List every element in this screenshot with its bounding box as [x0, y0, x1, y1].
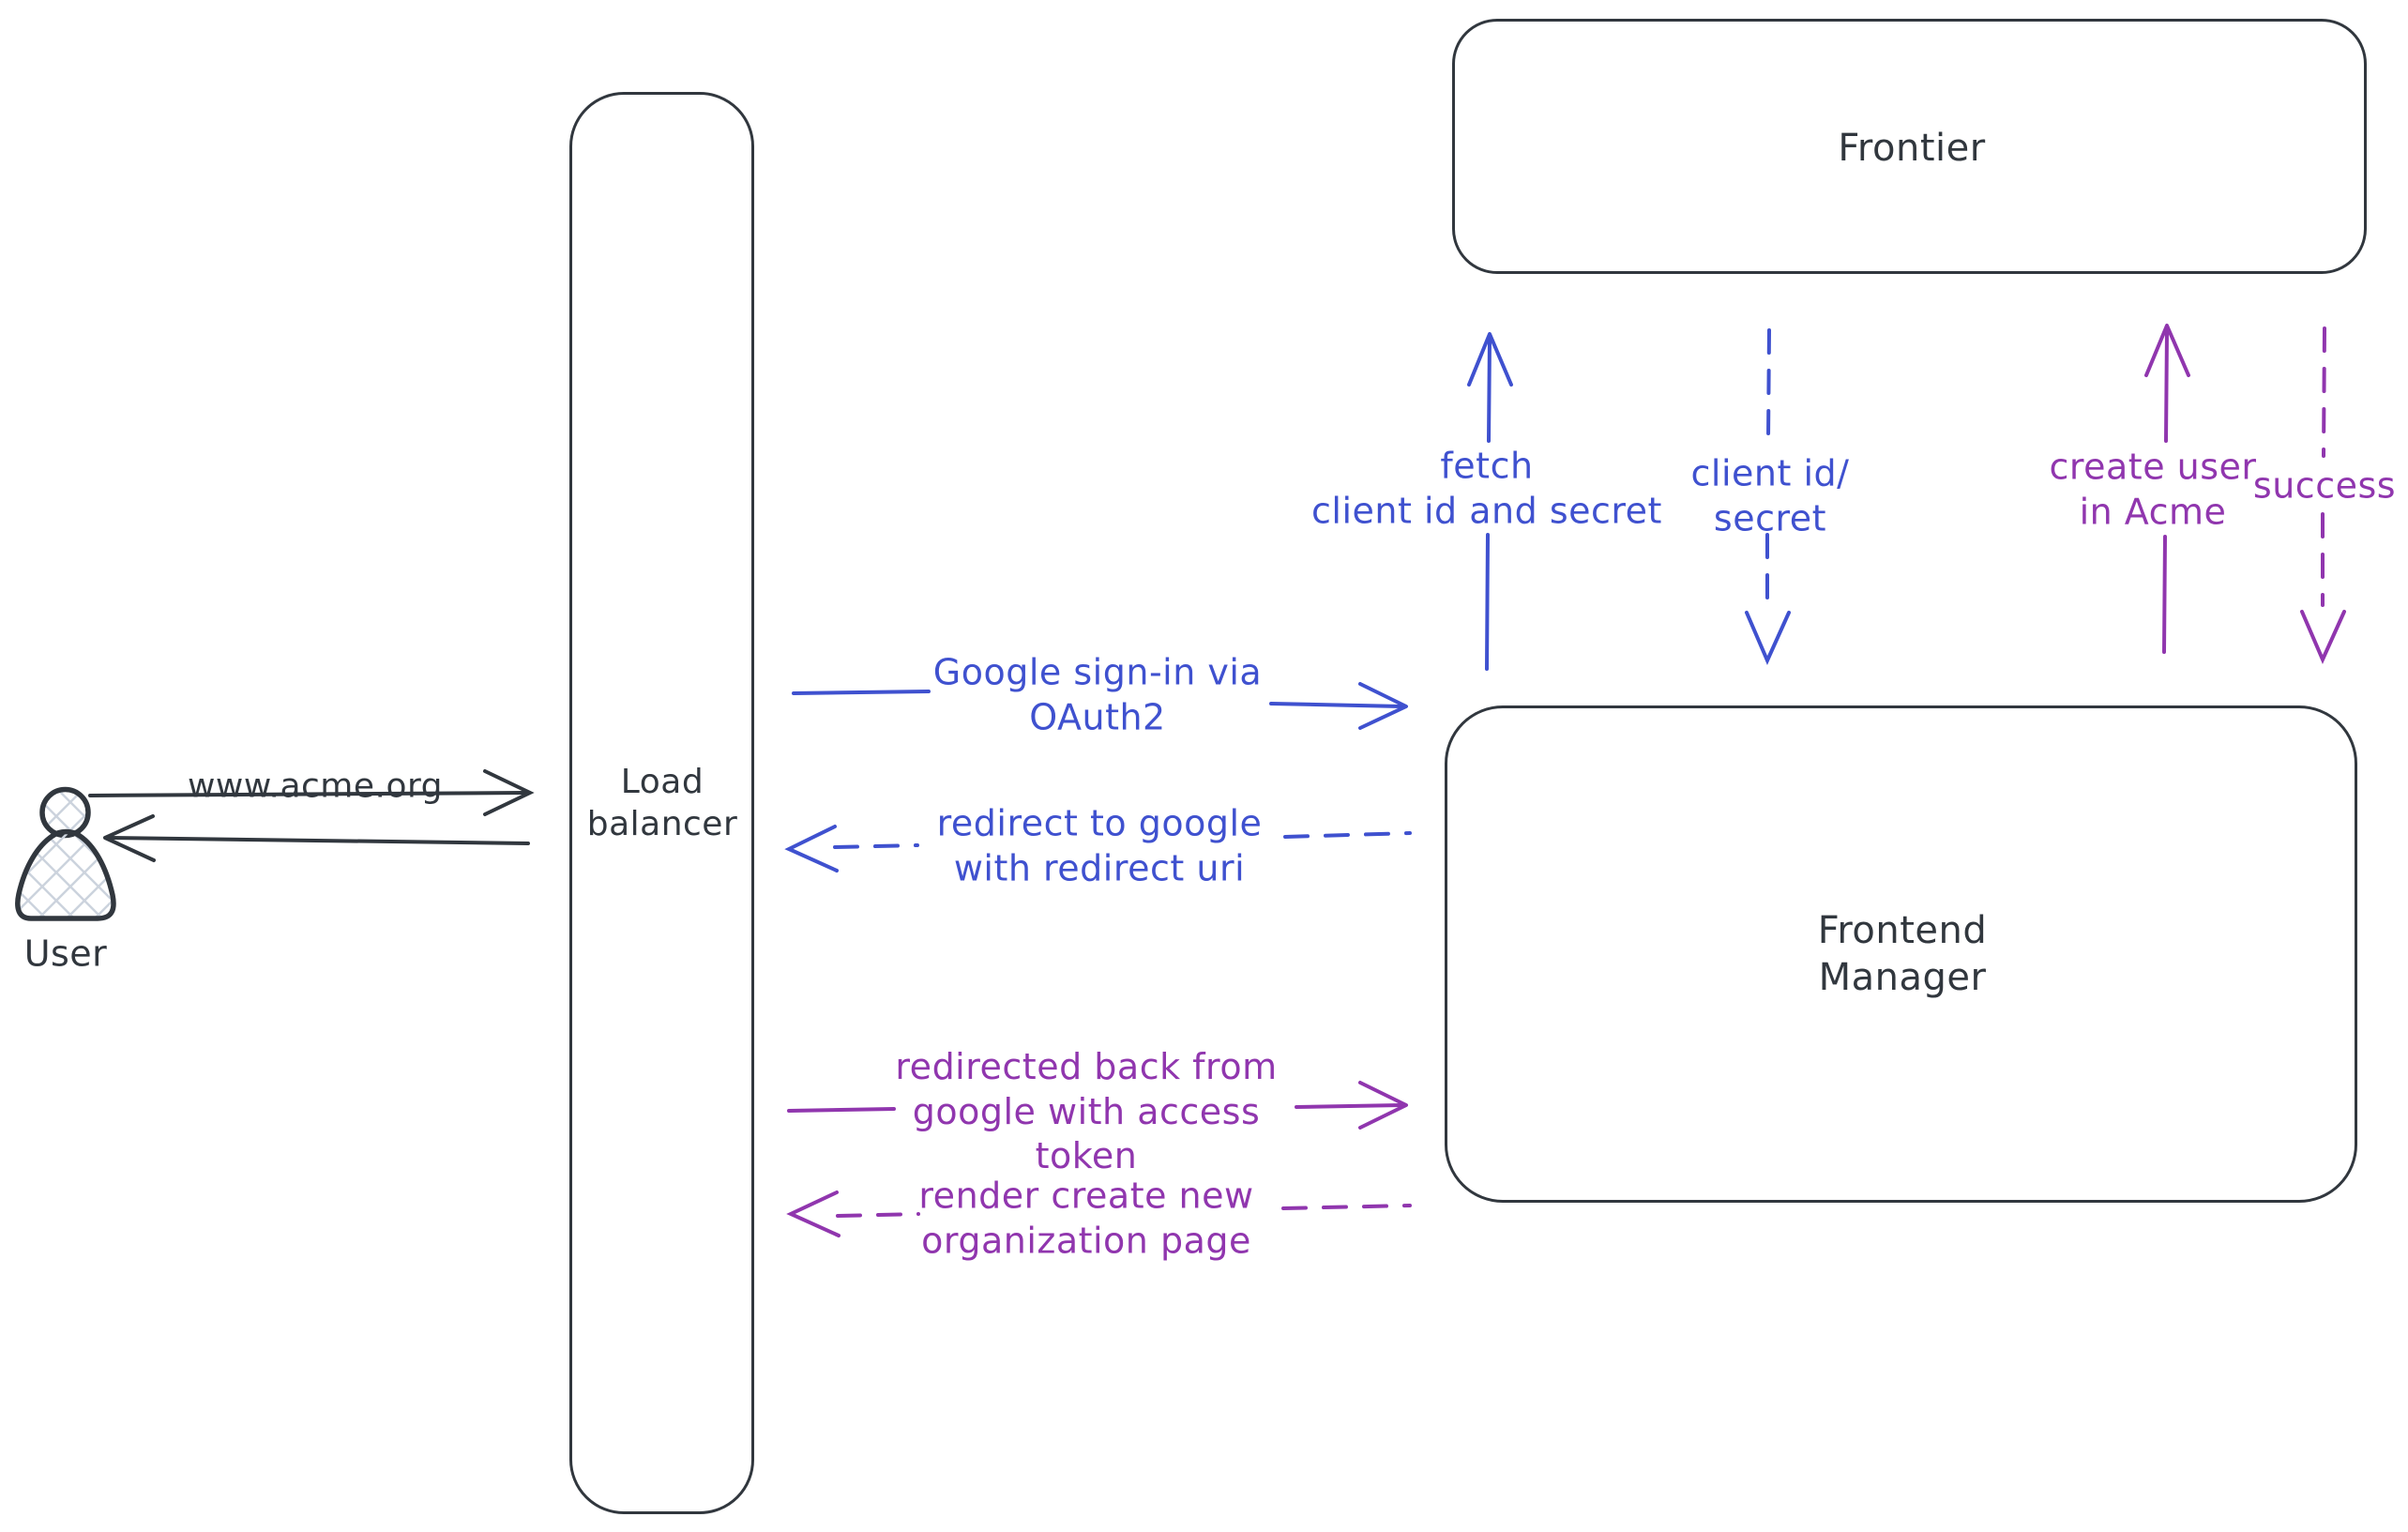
- load-balancer-label: Load balancer: [586, 763, 738, 843]
- frontier-label: Frontier: [1838, 127, 1986, 170]
- node-frontier: [1452, 19, 2367, 274]
- user-label: User: [23, 933, 108, 975]
- edge-redirect-google-label: redirect to google with redirect uri: [936, 802, 1263, 889]
- edge-www-acme-arrow: [88, 769, 535, 816]
- edge-fetch-secret-label: fetch client id and secret: [1311, 445, 1662, 532]
- node-load-balancer: [569, 92, 754, 1514]
- edge-www-acme-label: www.acme.org: [187, 766, 444, 806]
- edge-success-label: success: [2252, 464, 2397, 507]
- edge-redirected-back-arrow: [787, 1081, 1408, 1130]
- user-icon: [15, 786, 116, 921]
- edge-create-user-arrow: [2144, 324, 2190, 654]
- frontend-manager-label: Frontend Manager: [1817, 909, 1988, 999]
- edge-render-page-label: render create new organization page: [918, 1175, 1254, 1262]
- edge-create-user-label: create user in Acme: [2049, 446, 2257, 533]
- edge-redirect-google-arrow: [784, 825, 1412, 872]
- edge-google-signin-label: Google sign-in via OAuth2: [932, 651, 1263, 738]
- edge-lb-to-user-arrow: [103, 814, 530, 862]
- edge-google-signin-arrow: [792, 682, 1408, 730]
- edge-success-arrow: [2300, 326, 2346, 664]
- edge-client-id-secret-arrow: [1745, 328, 1791, 665]
- node-frontend-manager: [1445, 705, 2357, 1203]
- edge-render-page-arrow: [786, 1191, 1412, 1237]
- edge-redirected-back-label: redirected back from google with access …: [895, 1045, 1278, 1176]
- edge-client-id-secret-label: client id/ secret: [1690, 452, 1850, 539]
- edge-fetch-secret-arrow: [1467, 332, 1513, 671]
